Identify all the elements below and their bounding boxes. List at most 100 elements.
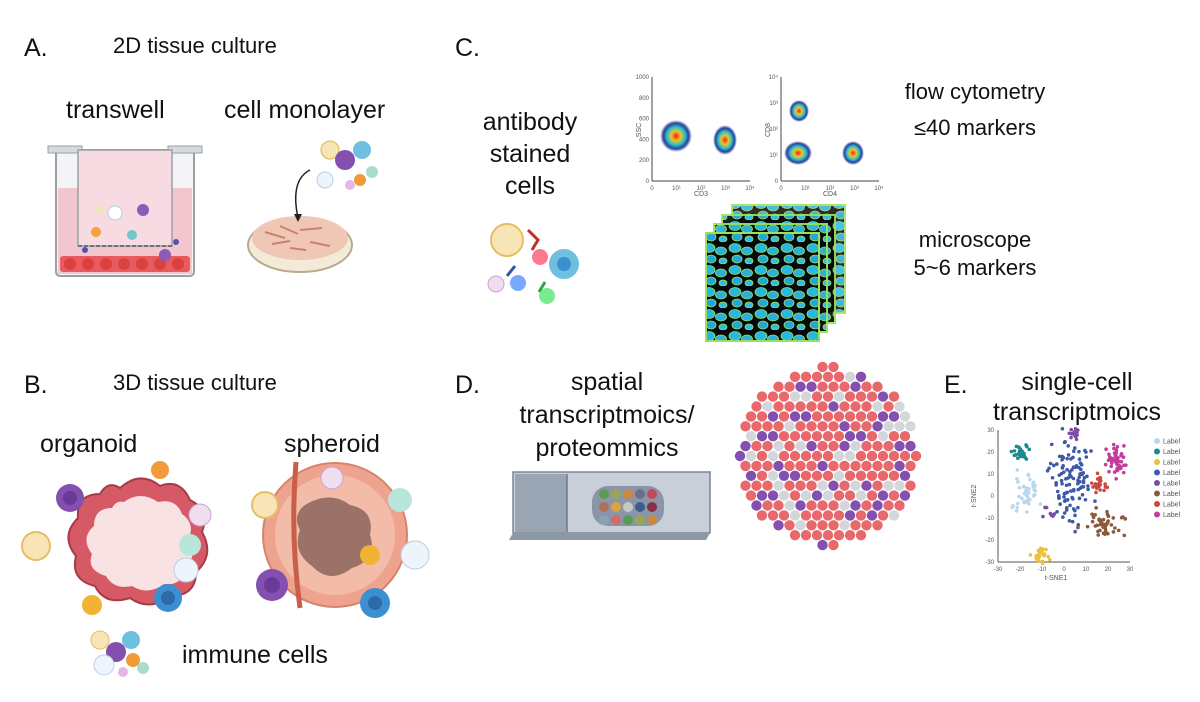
spatial-spot	[811, 411, 823, 422]
spatial-spot	[839, 381, 850, 392]
spatial-spot	[828, 361, 839, 373]
flow-plot-1-y-label: SSC	[636, 123, 643, 137]
tsne-point	[1065, 467, 1069, 472]
tsne-point	[1066, 476, 1070, 480]
spatial-spot	[855, 470, 867, 481]
spatial-spot	[833, 530, 845, 541]
flow-plot-2-population-1	[789, 100, 809, 122]
spatial-spot	[745, 450, 757, 462]
petri-dish-illustration	[247, 140, 378, 273]
panel-b: B. 3D tissue culture organoid spheroid i…	[21, 370, 430, 677]
spatial-spot	[767, 411, 779, 422]
panel-d-letter: D.	[455, 371, 480, 399]
spatial-spot	[745, 411, 757, 422]
tsne-point	[1098, 488, 1102, 492]
tsne-point	[1122, 533, 1127, 538]
slide-spot	[647, 515, 657, 525]
spatial-spot	[828, 500, 839, 511]
tsne-y-tick: 30	[987, 428, 994, 434]
tsne-point	[1068, 503, 1072, 508]
tsne-point	[1028, 497, 1032, 502]
spatial-spot	[762, 421, 773, 432]
spatial-spot	[811, 431, 823, 442]
spatial-spot	[883, 401, 894, 412]
tsne-point	[1093, 512, 1098, 517]
spatial-spot	[767, 450, 779, 462]
tsne-point	[1121, 455, 1126, 460]
tsne-point	[1089, 481, 1094, 485]
tsne-point	[1097, 517, 1101, 521]
tsne-point	[1036, 559, 1041, 564]
tsne-point	[1046, 554, 1050, 559]
spatial-spot	[778, 490, 790, 501]
tsne-x-tick: -20	[1016, 567, 1025, 573]
tsne-point	[1040, 549, 1044, 554]
tsne-point	[1093, 499, 1097, 504]
p2-y-tick: 10¹	[769, 153, 778, 159]
spatial-spot	[745, 431, 757, 442]
panel-b-title: 3D tissue culture	[113, 370, 277, 395]
spatial-spot	[894, 460, 905, 472]
slide-spot	[623, 515, 633, 525]
spatial-spot	[899, 490, 911, 501]
spatial-spot	[883, 460, 894, 472]
spatial-spot	[833, 391, 845, 402]
tsne-point	[1111, 530, 1116, 534]
slide-spot	[611, 502, 621, 512]
spatial-spot	[817, 460, 828, 472]
tsne-point	[1074, 437, 1079, 442]
slide-spot-grid	[599, 489, 657, 525]
p1-y-tick: 200	[639, 158, 650, 164]
spatial-spot	[767, 431, 779, 442]
spatial-spot	[800, 490, 812, 501]
legend-swatch	[1154, 490, 1160, 497]
spatial-spot	[740, 421, 751, 432]
spatial-spot	[806, 460, 817, 472]
spatial-spot	[817, 440, 828, 452]
spatial-spot	[894, 480, 905, 491]
spatial-spot	[866, 431, 878, 442]
tsne-point	[1109, 464, 1114, 469]
spatial-spot	[762, 401, 773, 412]
spatial-spot	[822, 470, 834, 481]
legend-label: Label	[1163, 470, 1181, 477]
flow-markers-label: ≤40 markers	[914, 115, 1036, 140]
flow-plot-2-population-2	[784, 141, 812, 165]
tsne-point	[1016, 480, 1020, 484]
slide-spot	[611, 515, 621, 525]
spatial-spot	[888, 411, 900, 422]
tsne-point	[1037, 556, 1041, 560]
panel-c-letter: C.	[455, 34, 480, 62]
legend-label: Label	[1163, 449, 1181, 456]
tsne-point	[1073, 446, 1077, 450]
slide-spot	[647, 489, 657, 499]
p2-y-tick: 10³	[769, 101, 778, 107]
spatial-spot	[800, 411, 812, 422]
p1-y-tick: 800	[639, 96, 650, 102]
panel-a-letter: A.	[24, 34, 48, 62]
tsne-point	[1094, 490, 1098, 495]
tsne-point	[1015, 501, 1020, 506]
tsne-point	[1113, 526, 1117, 530]
tsne-point	[1073, 465, 1077, 470]
legend-label: Label	[1163, 481, 1181, 488]
tsne-point	[1012, 453, 1017, 458]
spatial-spot	[866, 411, 878, 422]
tsne-point	[1077, 475, 1082, 480]
spatial-spot	[844, 450, 856, 462]
tsne-point	[1102, 488, 1106, 493]
slide-spot	[599, 502, 609, 512]
spatial-spot	[756, 450, 768, 462]
tsne-point	[1044, 547, 1048, 552]
tsne-point	[1083, 448, 1087, 453]
tsne-x-tick: 10	[1083, 567, 1090, 573]
spatial-spot	[795, 460, 806, 472]
tsne-point	[1069, 457, 1073, 461]
legend-label: Label	[1163, 502, 1181, 509]
panel-b-letter: B.	[24, 371, 48, 399]
spatial-spot	[822, 510, 834, 521]
tsne-point	[1014, 509, 1019, 513]
tsne-point	[1021, 485, 1026, 489]
